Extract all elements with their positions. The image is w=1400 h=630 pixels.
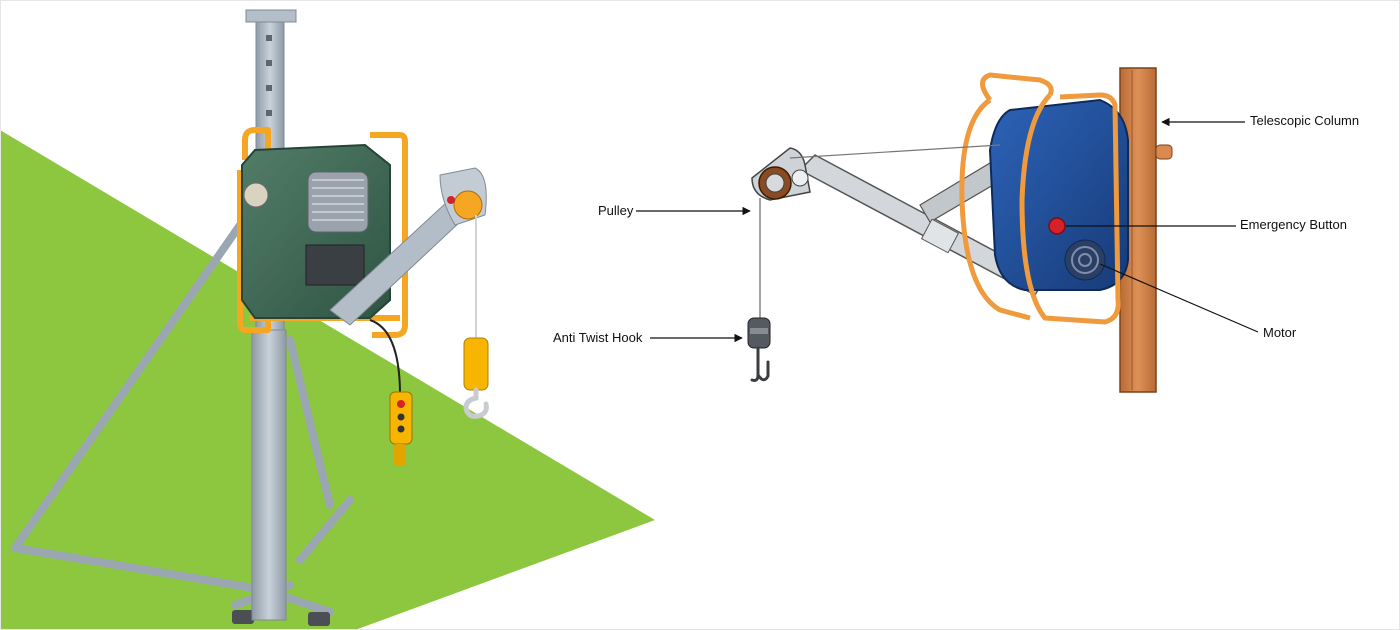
cable-drum <box>307 171 369 233</box>
hook-icon <box>463 387 489 419</box>
pulley-red-dot <box>447 196 455 204</box>
callout-motor <box>1099 263 1259 333</box>
mast-lower <box>251 329 287 621</box>
green-background-shape <box>0 130 655 630</box>
pendant-handle <box>394 444 406 466</box>
mast-top-plate <box>245 9 297 23</box>
gear-block <box>305 244 365 286</box>
pendant-stop-button <box>397 400 405 408</box>
pulley-icon <box>751 147 811 201</box>
pendant-cable <box>369 319 401 396</box>
boom-bracket <box>920 218 960 254</box>
base-wheels <box>232 610 330 626</box>
label-telescopic-column: Telescopic Column <box>1250 113 1360 128</box>
motor-housing-blue <box>988 98 1129 291</box>
emergency-button-icon <box>1048 217 1066 235</box>
label-emergency-button: Emergency Button <box>1240 217 1347 232</box>
anti-twist-hook-icon <box>747 317 771 382</box>
mast-holes <box>266 35 272 116</box>
label-anti-twist-hook: Anti Twist Hook <box>553 330 643 345</box>
pulley-wheel-orange <box>453 190 483 220</box>
pendant-up-button <box>397 413 405 421</box>
drum-rope-wraps <box>312 179 364 221</box>
motor-cap <box>243 182 269 208</box>
protective-frame-drawing <box>959 72 1121 325</box>
pendant-down-button <box>397 425 405 433</box>
label-motor: Motor <box>1263 325 1297 340</box>
label-pulley: Pulley <box>598 203 634 218</box>
hook-block-yellow <box>463 337 489 391</box>
rope-to-motor <box>789 144 1001 159</box>
column-tab <box>1155 144 1173 160</box>
motor-fan-icon <box>1064 239 1106 281</box>
